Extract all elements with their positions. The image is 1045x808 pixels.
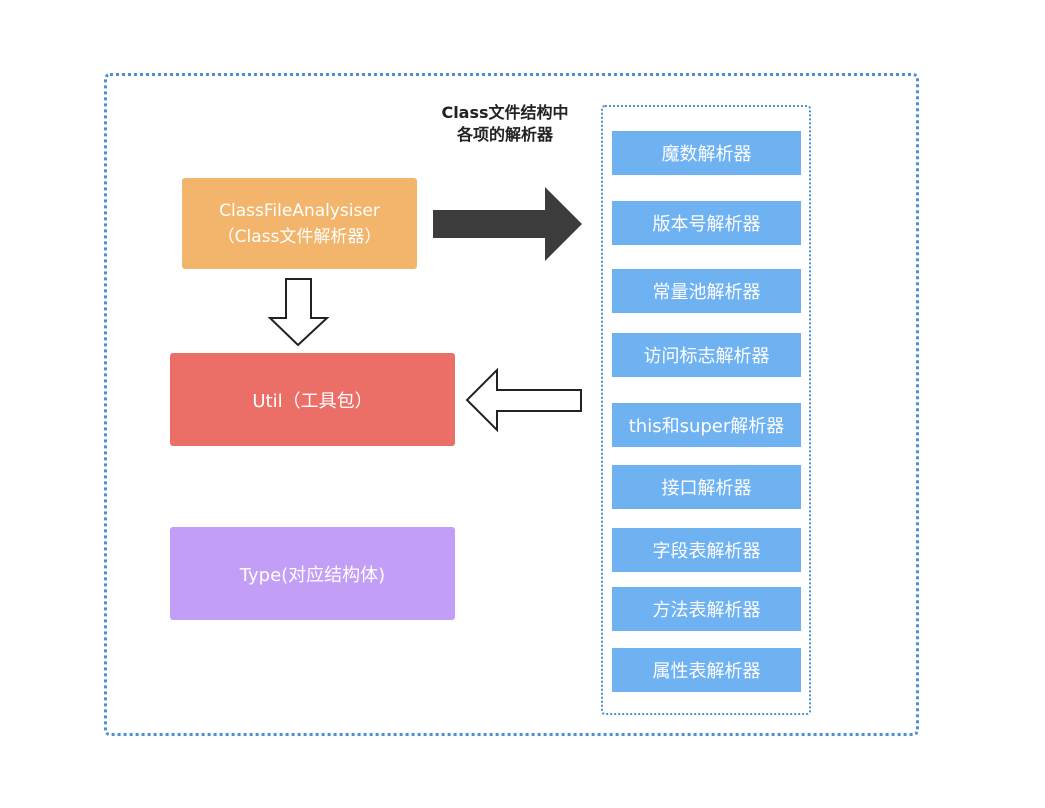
type-box: Type(对应结构体): [170, 527, 455, 620]
class-file-analyser-box: ClassFileAnalysiser （Class文件解析器）: [182, 178, 417, 269]
outer-dotted-frame: [104, 73, 919, 736]
util-box: Util（工具包）: [170, 353, 455, 446]
type-label: Type(对应结构体): [239, 564, 386, 586]
util-label: Util（工具包）: [252, 390, 373, 412]
parser-group-frame: [601, 105, 811, 715]
parser-methods: 方法表解析器: [612, 587, 801, 631]
analyser-subtitle: （Class文件解析器）: [217, 226, 382, 247]
parser-version: 版本号解析器: [612, 201, 801, 245]
parser-this-super: this和super解析器: [612, 403, 801, 447]
parser-group-caption: Class文件结构中 各项的解析器: [405, 102, 605, 146]
analyser-name: ClassFileAnalysiser: [219, 200, 380, 221]
parser-constant-pool: 常量池解析器: [612, 269, 801, 313]
hollow-arrow-left: [465, 367, 582, 433]
parser-access-flags: 访问标志解析器: [612, 333, 801, 377]
caption-line-1: Class文件结构中: [441, 103, 569, 122]
parser-attributes: 属性表解析器: [612, 648, 801, 692]
parser-magic-number: 魔数解析器: [612, 131, 801, 175]
solid-arrow-right: [433, 187, 582, 261]
parser-interfaces: 接口解析器: [612, 465, 801, 509]
caption-line-2: 各项的解析器: [456, 125, 553, 144]
hollow-arrow-down: [267, 278, 330, 347]
parser-fields: 字段表解析器: [612, 528, 801, 572]
